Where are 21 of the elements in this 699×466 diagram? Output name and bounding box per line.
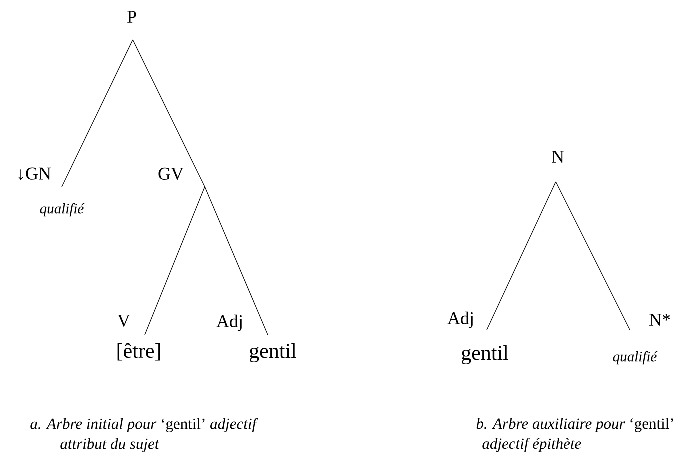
word-label: qualifié [40, 203, 85, 217]
tree-node-label: N [552, 151, 564, 163]
branch-line [486, 182, 556, 330]
tree-node-label: GV [158, 168, 184, 180]
tree-node-label: ↓GN [18, 168, 52, 180]
branch-line [144, 186, 206, 336]
tree-node-label: Adj [448, 312, 473, 328]
word-label: gentil [462, 345, 508, 365]
caption: a. Arbre initial pour ‘gentil’ adjectif attribut du sujet [30, 418, 258, 452]
branch-line [204, 186, 268, 336]
branch-line [62, 40, 134, 188]
tree-node-label: N* [650, 314, 670, 326]
word-label: qualifié [613, 351, 658, 365]
tree-node-label: Adj [216, 314, 242, 332]
word-label: [être] [118, 343, 160, 361]
tree-node-label: V [118, 314, 130, 328]
tree-node-label: P [128, 11, 136, 23]
caption: b. Arbre auxiliaire pour ‘gentil’ adjectif épithète [476, 418, 674, 452]
branch-line [132, 40, 206, 188]
word-label: gentil [250, 343, 296, 363]
branch-line [556, 182, 630, 330]
